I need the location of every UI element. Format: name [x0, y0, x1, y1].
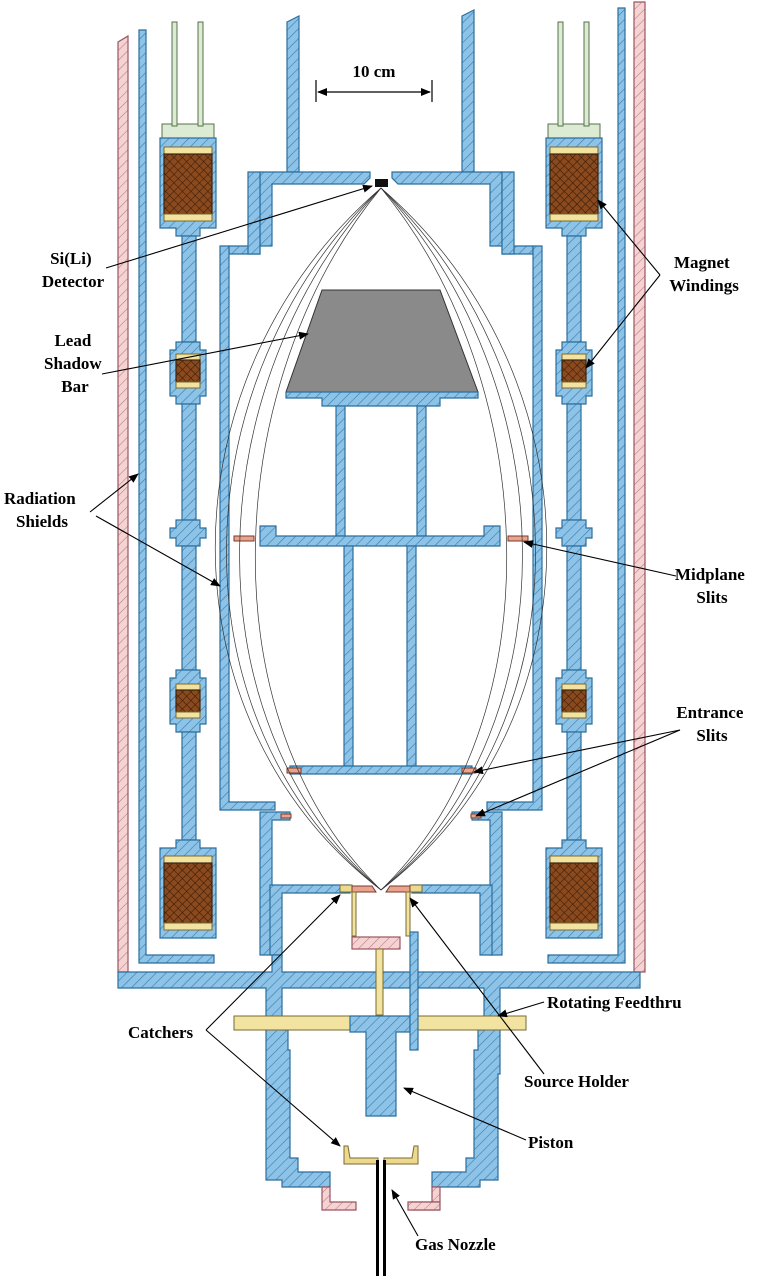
catchers-label: Catchers [128, 1023, 194, 1042]
inner-radiation-shield [138, 7, 626, 964]
source-region [233, 884, 527, 1276]
scale-label: 10 cm [353, 62, 396, 81]
piston-label: Piston [528, 1133, 574, 1152]
entrance-slits-label: Entrance Slits [676, 703, 747, 745]
left-magnet-column [159, 21, 217, 939]
support-frame [259, 405, 501, 775]
magnet-windings-label: Magnet Windings [669, 253, 739, 295]
lead-shadow-bar-label: Lead Shadow Bar [44, 331, 106, 396]
si-li-detector-label: Si(Li) Detector [42, 249, 105, 291]
callout-labels: Si(Li) Detector Lead Shadow Bar Radiatio… [4, 249, 749, 1254]
source-holder-label: Source Holder [524, 1072, 629, 1091]
gas-nozzle-label: Gas Nozzle [415, 1235, 496, 1254]
si-li-detector-chip [375, 179, 388, 187]
leader-lines [89, 184, 681, 1237]
radiation-shields-label: Radiation Shields [4, 489, 80, 531]
outer-radiation-shield [117, 1, 646, 973]
right-magnet-column [545, 21, 603, 939]
scale-bar: 10 cm [315, 62, 433, 102]
midplane-slits-label: Midplane Slits [675, 565, 749, 607]
lead-shadow-bar [285, 289, 479, 407]
rotating-feedthru-label: Rotating Feedthru [547, 993, 682, 1012]
chamber-walls [117, 9, 641, 1211]
